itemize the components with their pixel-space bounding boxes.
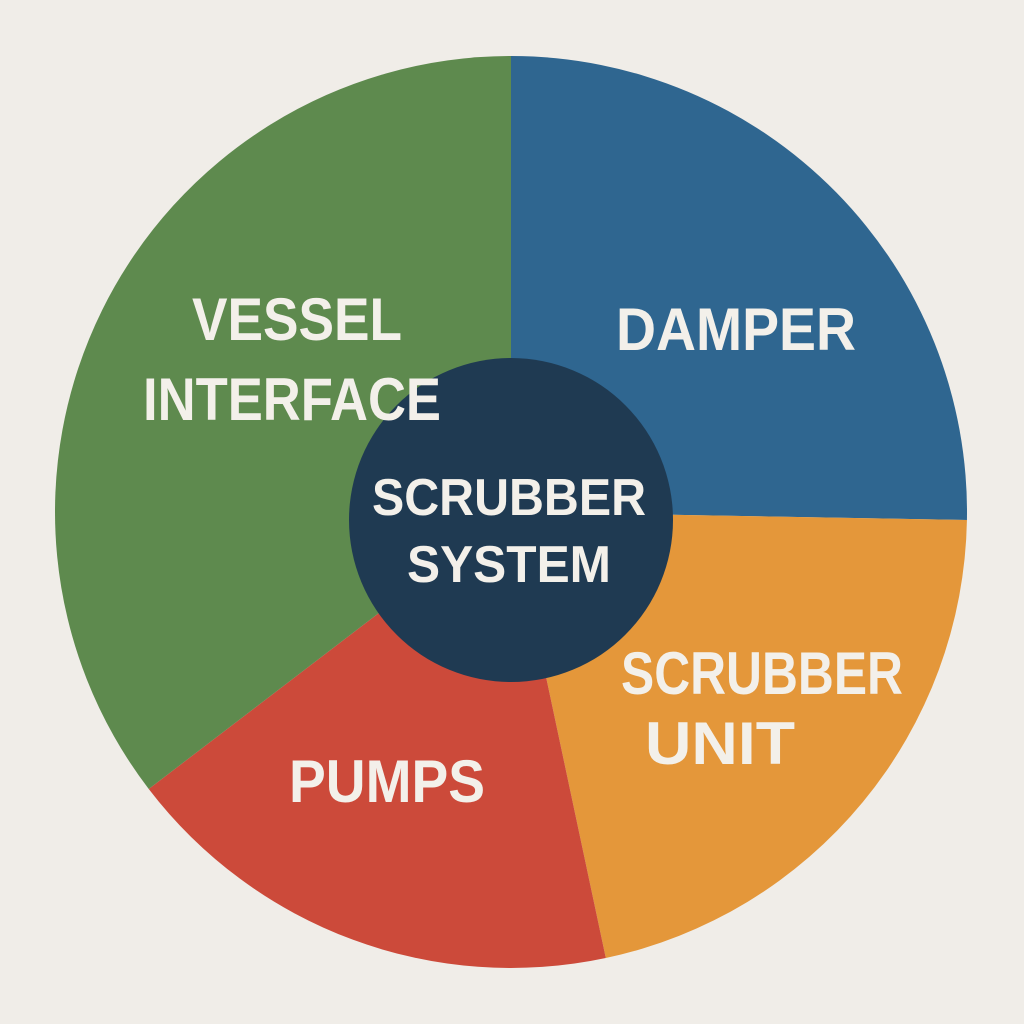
center-label-line2: SYSTEM	[407, 536, 611, 594]
segment-label-vessel-interface-line2: INTERFACE	[143, 366, 441, 433]
segment-label-vessel-interface-line1: VESSEL	[192, 286, 402, 353]
center-label-line1: SCRUBBER	[372, 469, 646, 527]
segment-label-scrubber-unit-line1: SCRUBBER	[621, 640, 903, 707]
segment-damper	[511, 56, 967, 520]
segment-label-damper: DAMPER	[616, 296, 856, 363]
segment-vessel-interface	[55, 56, 512, 789]
segment-label-scrubber-unit-line2: UNIT	[645, 710, 795, 777]
center-hub	[349, 358, 673, 682]
segment-label-pumps: PUMPS	[289, 748, 485, 815]
